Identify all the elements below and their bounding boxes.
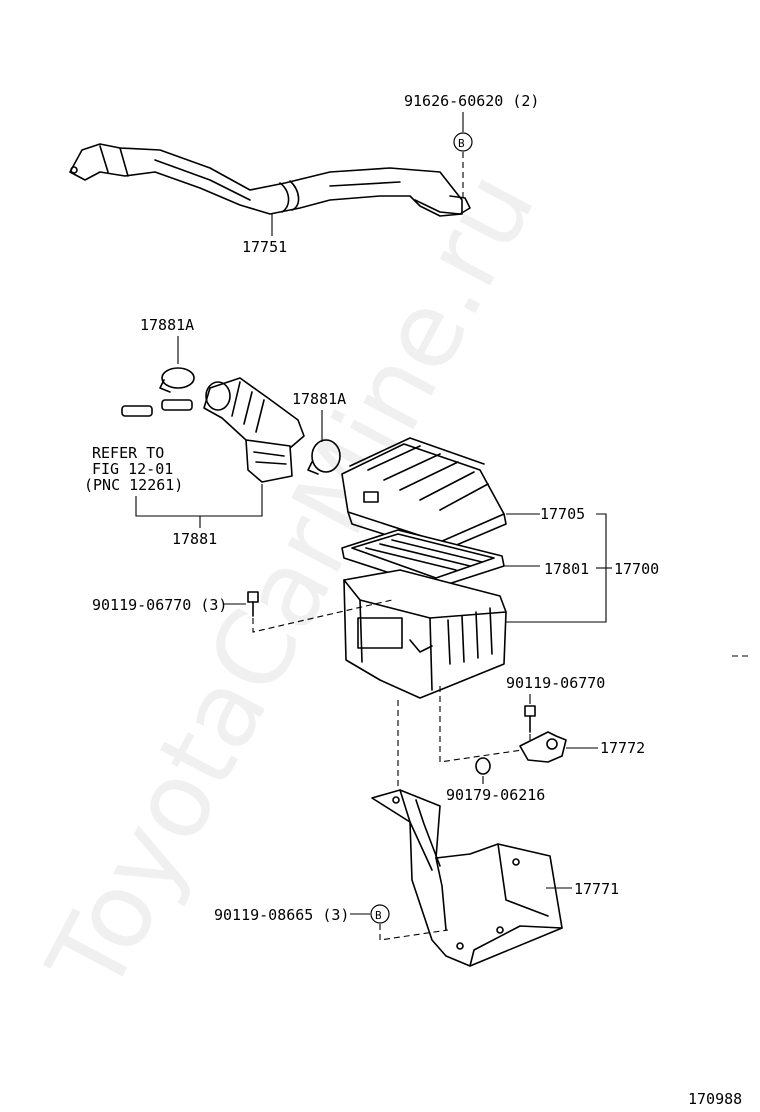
label-91626-60620: 91626-60620 (2) (404, 92, 539, 110)
air-cleaner-cap-17705 (341, 437, 507, 553)
label-90179-06216: 90179-06216 (446, 786, 545, 804)
label-17881A-top: 17881A (140, 316, 194, 334)
svg-text:B: B (375, 909, 382, 922)
label-17801: 17801 (544, 560, 589, 578)
label-17705: 17705 (540, 505, 585, 523)
hose-clamp-17881A-top (159, 367, 195, 393)
label-17881A-right: 17881A (292, 390, 346, 408)
figure-number: 170988 (688, 1090, 742, 1108)
nut-90179-06216 (475, 757, 491, 775)
svg-text:B: B (458, 137, 465, 150)
bolt-b-marker-bottom: B (370, 904, 390, 924)
refer-line-1: REFER TO (92, 444, 164, 462)
label-90119-08665-3: 90119-08665 (3) (214, 906, 349, 924)
label-17751: 17751 (242, 238, 287, 256)
bolt-90119-06770-right (524, 705, 536, 733)
label-17771: 17771 (574, 880, 619, 898)
intake-hose-17751 (69, 143, 471, 236)
label-17881: 17881 (172, 530, 217, 548)
air-hose-17881 (203, 377, 305, 483)
label-17700: 17700 (614, 560, 659, 578)
hose-clamp-17881A-right (307, 439, 341, 475)
bracket-17772 (519, 731, 567, 763)
refer-line-3: (PNC 12261) (84, 476, 183, 494)
label-90119-06770: 90119-06770 (506, 674, 605, 692)
air-cleaner-support-17771 (371, 789, 563, 967)
air-cleaner-case (343, 569, 507, 699)
label-17772: 17772 (600, 739, 645, 757)
bolt-90119-06770-left (247, 591, 259, 617)
vacuum-hose-pieces (121, 399, 193, 417)
bolt-b-marker-top: B (453, 132, 473, 152)
refer-line-2: FIG 12-01 (92, 460, 173, 478)
label-90119-06770-3: 90119-06770 (3) (92, 596, 227, 614)
